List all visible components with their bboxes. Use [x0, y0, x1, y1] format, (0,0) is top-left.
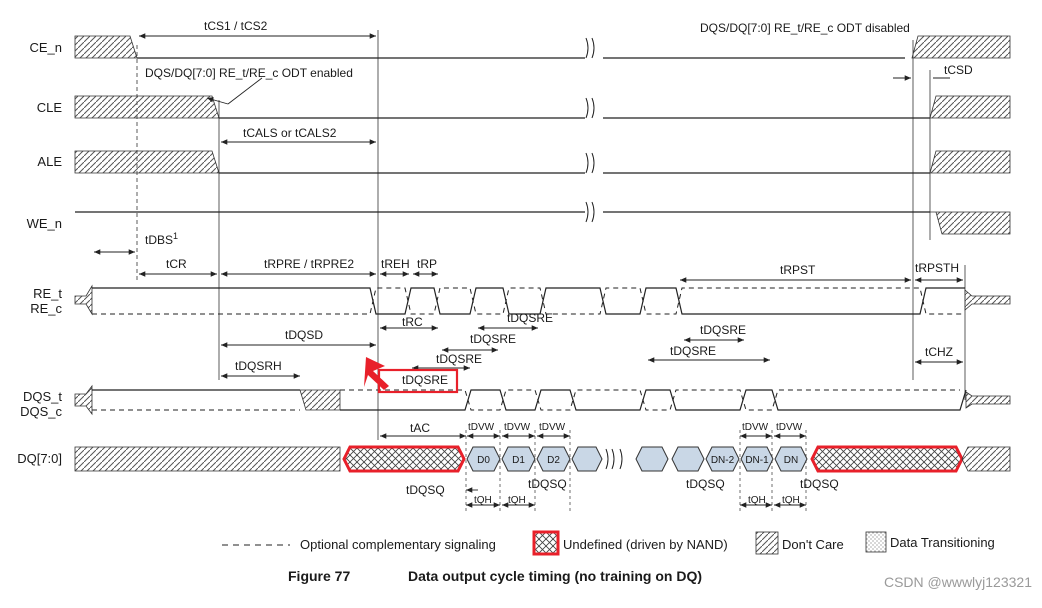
- re-waveform: [74, 284, 1011, 316]
- label-tdvw-1: tDVW: [468, 422, 495, 433]
- timing-arrows: [94, 33, 963, 508]
- label-tqh-4: tQH: [782, 495, 800, 506]
- dq-cell: [536, 446, 571, 472]
- label-trpre: tRPRE / tRPRE2: [264, 257, 354, 271]
- legend-undefined-label: Undefined (driven by NAND): [563, 537, 728, 552]
- legend-dontcare-swatch: [755, 531, 779, 555]
- undefined-region-right: [810, 445, 964, 473]
- legend-dontcare-label: Don't Care: [782, 537, 844, 552]
- label-treh: tREH: [381, 257, 410, 271]
- signal-re-c: RE_c: [30, 301, 62, 316]
- dq-cell-label: D1: [512, 455, 525, 466]
- dq-cell: [740, 446, 774, 472]
- dq-cell: [571, 446, 603, 472]
- label-trpst: tRPST: [780, 263, 816, 277]
- reference-lines: [136, 30, 966, 440]
- dq-cell: [466, 446, 501, 472]
- ale-waveform: [74, 150, 1011, 174]
- label-tdbs: tDBS1: [145, 231, 178, 247]
- dq-cell: [671, 446, 705, 472]
- label-trc: tRC: [402, 315, 423, 329]
- dq-data-cells: D0 D1 D2 DN-2 DN-1 DN: [466, 446, 808, 472]
- label-tchz: tCHZ: [925, 345, 953, 359]
- label-tdqsre-c: tDQSRE: [436, 352, 482, 366]
- label-odt-disabled: DQS/DQ[7:0] RE_t/RE_c ODT disabled: [700, 21, 910, 35]
- dq-cell-label: DN-2: [711, 455, 735, 466]
- label-tcs: tCS1 / tCS2: [204, 19, 268, 33]
- label-tdvw-2: tDVW: [504, 422, 531, 433]
- signal-dq: DQ[7:0]: [17, 451, 62, 466]
- legend-transition-label: Data Transitioning: [890, 535, 995, 550]
- dq-cell-label: DN: [784, 455, 798, 466]
- label-tdqsd: tDQSD: [285, 328, 323, 342]
- signal-re-t: RE_t: [33, 286, 62, 301]
- label-odt-enabled: DQS/DQ[7:0] RE_t/RE_c ODT enabled: [145, 66, 353, 80]
- label-tdqsre-b: tDQSRE: [470, 332, 516, 346]
- label-tdvw-3: tDVW: [539, 422, 566, 433]
- dq-cell-label: D2: [547, 455, 560, 466]
- ce-n-waveform: [74, 35, 1011, 59]
- highlight-arrow-icon: [364, 357, 389, 390]
- signal-cle: CLE: [37, 100, 63, 115]
- cle-waveform: [74, 95, 1011, 119]
- label-tdqsre-d: tDQSRE: [700, 323, 746, 337]
- label-tdqsq-3: tDQSQ: [686, 477, 725, 491]
- legend: Optional complementary signaling Undefin…: [222, 530, 995, 556]
- label-tdvw-4: tDVW: [742, 422, 769, 433]
- dq-cell: [774, 446, 808, 472]
- label-tac: tAC: [410, 421, 430, 435]
- label-tqh-2: tQH: [508, 495, 526, 506]
- signal-we-n: WE_n: [27, 216, 62, 231]
- label-tdqsq-2: tDQSQ: [528, 477, 567, 491]
- dq-cell-label: DN-1: [745, 455, 769, 466]
- dq-sample-lines: [465, 430, 807, 512]
- undefined-region-left: [342, 445, 466, 473]
- label-trp: tRP: [417, 257, 437, 271]
- label-tdqsq-4: tDQSQ: [800, 477, 839, 491]
- dq-break-mark: [605, 448, 615, 470]
- watermark: CSDN @wwwlyj123321: [884, 574, 1032, 590]
- dq-cell: [705, 446, 740, 472]
- dq-cell: [635, 446, 669, 472]
- signal-ce-n: CE_n: [29, 40, 62, 55]
- dqs-waveform: [74, 384, 1011, 416]
- time-break-marks: [585, 37, 595, 223]
- legend-undefined-swatch: [532, 530, 560, 556]
- legend-transition-swatch: [865, 531, 887, 553]
- label-tdvw-5: tDVW: [776, 422, 803, 433]
- figure-number: Figure 77: [288, 568, 350, 584]
- label-tcals: tCALS or tCALS2: [243, 126, 337, 140]
- label-tdqsq-1: tDQSQ: [406, 483, 445, 497]
- label-tdqsre-a: tDQSRE: [507, 311, 553, 325]
- signal-dqs-c: DQS_c: [20, 404, 62, 419]
- label-trpsth: tRPSTH: [915, 261, 959, 275]
- dq-break-mark: [619, 448, 623, 470]
- label-tdqsre-highlighted: tDQSRE: [402, 373, 448, 387]
- figure-title: Data output cycle timing (no training on…: [408, 568, 702, 584]
- dq-waveform: [74, 445, 1011, 473]
- legend-optional-label: Optional complementary signaling: [300, 537, 496, 552]
- we-n-waveform: [75, 211, 1011, 235]
- dq-cell-label: D0: [477, 455, 490, 466]
- label-tcr: tCR: [166, 257, 187, 271]
- label-tdqsrh: tDQSRH: [235, 359, 282, 373]
- dq-cell: [501, 446, 536, 472]
- signal-dqs-t: DQS_t: [23, 389, 62, 404]
- label-tqh-3: tQH: [748, 495, 766, 506]
- label-tqh-1: tQH: [474, 495, 492, 506]
- label-tcsd: tCSD: [944, 63, 973, 77]
- signal-ale: ALE: [37, 154, 62, 169]
- label-tdqsre-e: tDQSRE: [670, 344, 716, 358]
